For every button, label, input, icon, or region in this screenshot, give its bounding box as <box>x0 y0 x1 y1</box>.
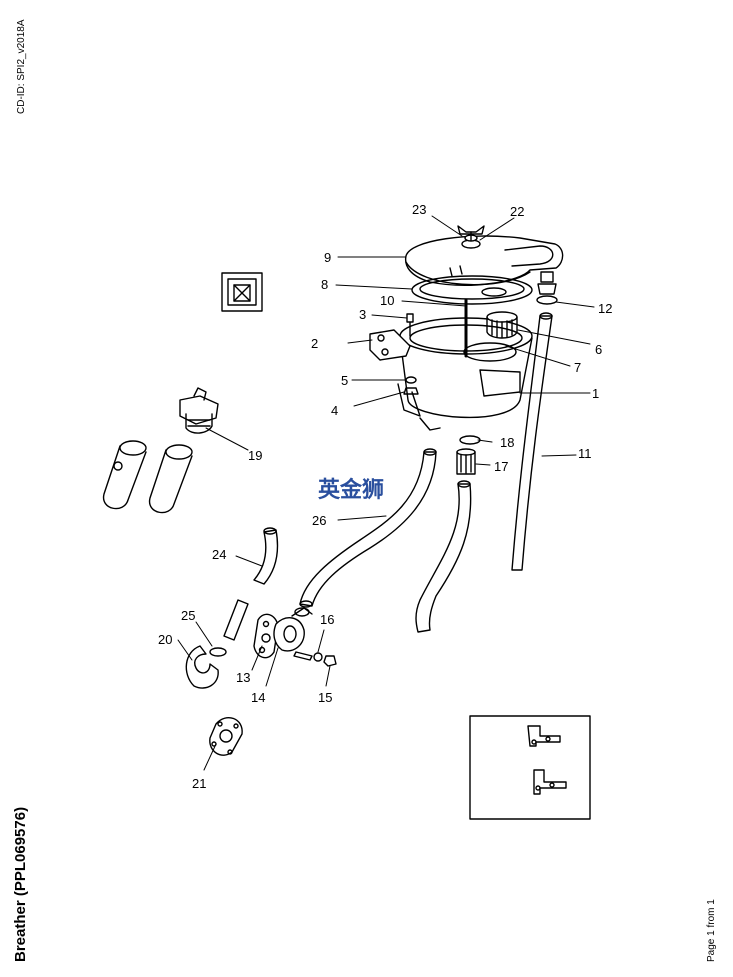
callout-26: 26 <box>312 513 326 528</box>
drain-hose <box>415 483 472 633</box>
wing-nut <box>457 225 485 249</box>
inline-filter <box>456 448 476 475</box>
callout-12: 12 <box>598 301 612 316</box>
nut <box>403 387 419 395</box>
callout-6: 6 <box>595 342 602 357</box>
callout-9: 9 <box>324 250 331 265</box>
callout-5: 5 <box>341 373 348 388</box>
leader-lines <box>177 215 595 771</box>
flange-gasket <box>253 613 279 659</box>
callout-21: 21 <box>192 776 206 791</box>
elbow <box>185 645 219 689</box>
callout-20: 20 <box>158 632 172 647</box>
callout-10: 10 <box>380 293 394 308</box>
callout-7: 7 <box>574 360 581 375</box>
clip <box>209 647 227 657</box>
washer-small <box>313 652 323 662</box>
short-hose <box>253 529 279 585</box>
bracket-inset <box>469 715 591 820</box>
hose-clamp <box>459 435 481 445</box>
callout-11: 11 <box>578 446 592 461</box>
callout-23: 23 <box>412 202 426 217</box>
screw <box>406 313 414 337</box>
breather-hose <box>299 451 437 607</box>
watermark: 英金狮 <box>318 477 384 503</box>
callout-17: 17 <box>494 459 508 474</box>
nut-small <box>323 655 337 667</box>
callout-19: 19 <box>248 448 262 463</box>
breather-cap <box>179 387 219 434</box>
washer <box>405 376 417 384</box>
callout-labels: 1 2 3 4 5 6 7 8 9 10 11 12 13 14 15 16 1… <box>158 202 612 791</box>
mounting-bracket <box>369 329 411 361</box>
callout-14: 14 <box>251 690 265 705</box>
callout-1: 1 <box>592 386 599 401</box>
callout-13: 13 <box>236 670 250 685</box>
callout-15: 15 <box>318 690 332 705</box>
tube-sleeves <box>103 440 193 514</box>
callout-3: 3 <box>359 307 366 322</box>
flange-elbow <box>273 607 313 652</box>
callout-16: 16 <box>320 612 334 627</box>
outlet-nipple <box>536 271 558 305</box>
not-applicable-icon <box>221 272 263 312</box>
filter-element <box>486 311 518 339</box>
long-hose <box>511 315 553 571</box>
callout-4: 4 <box>331 403 338 418</box>
cover-gasket <box>411 275 533 305</box>
callout-22: 22 <box>510 204 524 219</box>
callout-18: 18 <box>500 435 514 450</box>
breather-cover <box>404 235 564 286</box>
bolt <box>293 651 313 661</box>
cover-plate <box>209 716 243 756</box>
callout-8: 8 <box>321 277 328 292</box>
callout-25: 25 <box>181 608 195 623</box>
callout-2: 2 <box>311 336 318 351</box>
callout-24: 24 <box>212 547 226 562</box>
